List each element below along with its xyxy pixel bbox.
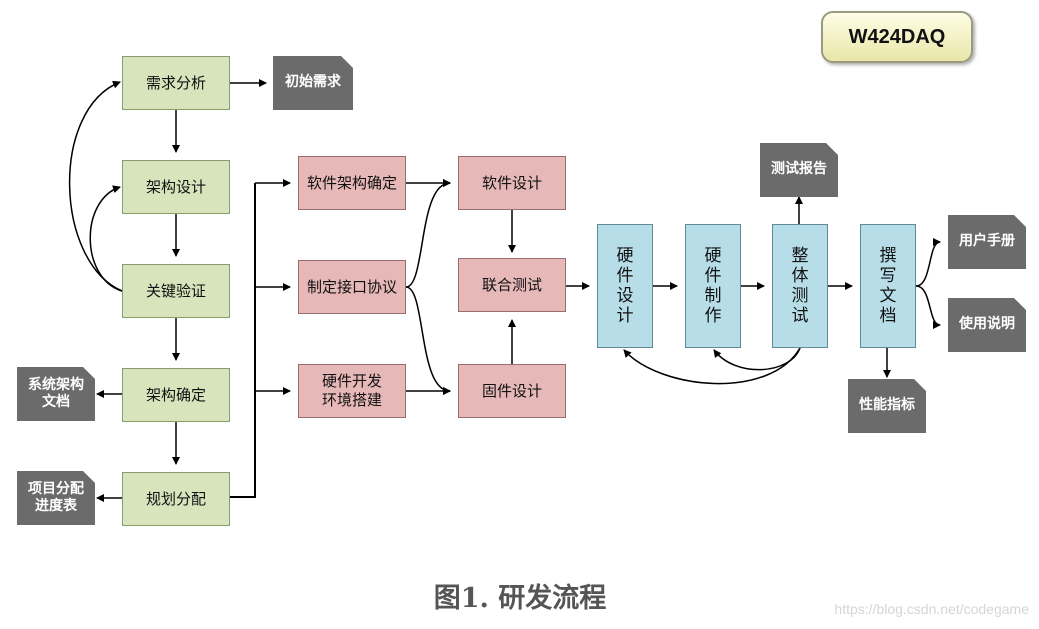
arrow-doc-to-usage [915,285,941,329]
branch-plan [230,183,256,498]
arrow-iface-to-fw-design [405,286,451,395]
feedback-verify-to-arch [89,185,123,292]
node-overall-testing: 整体测试 [772,224,828,348]
node-joint-testing: 联合测试 [458,258,566,312]
node-plan-allocation: 规划分配 [122,472,230,526]
overall-testing-label: 整体测试 [791,245,809,327]
node-hardware-design: 硬件设计 [597,224,653,348]
node-software-architecture: 软件架构确定 [298,156,406,210]
figure-caption: 图1. 研发流程 [433,583,607,614]
doc-project-schedule: 项目分配进度表 [17,471,95,525]
node-hardware-environment: 硬件开发环境搭建 [298,364,406,418]
model-badge: W424DAQ [821,11,973,63]
node-hardware-fabrication: 硬件制作 [685,224,741,348]
feedback-test-to-hw-design [623,347,801,385]
node-interface-protocol: 制定接口协议 [298,260,406,314]
node-key-verification: 关键验证 [122,264,230,318]
doc-performance-metrics: 性能指标 [848,379,926,433]
feedback-verify-to-req [68,80,123,292]
feedback-test-to-hw-make [713,347,801,371]
arrow-doc-to-manual [915,238,941,287]
doc-test-report: 测试报告 [760,143,838,197]
doc-usage-instructions: 使用说明 [948,298,1026,352]
node-requirement-analysis: 需求分析 [122,56,230,110]
watermark: https://blog.csdn.net/codegame [834,601,1029,617]
node-software-design: 软件设计 [458,156,566,210]
node-architecture-confirm: 架构确定 [122,368,230,422]
doc-initial-requirements: 初始需求 [273,56,353,110]
node-firmware-design: 固件设计 [458,364,566,418]
write-documentation-label: 撰写文档 [879,245,897,327]
doc-system-architecture: 系统架构文档 [17,367,95,421]
doc-user-manual: 用户手册 [948,215,1026,269]
node-write-documentation: 撰写文档 [860,224,916,348]
arrow-iface-to-sw-design [405,179,451,288]
node-architecture-design: 架构设计 [122,160,230,214]
hardware-fabrication-label: 硬件制作 [704,245,722,327]
hardware-design-label: 硬件设计 [616,245,634,327]
